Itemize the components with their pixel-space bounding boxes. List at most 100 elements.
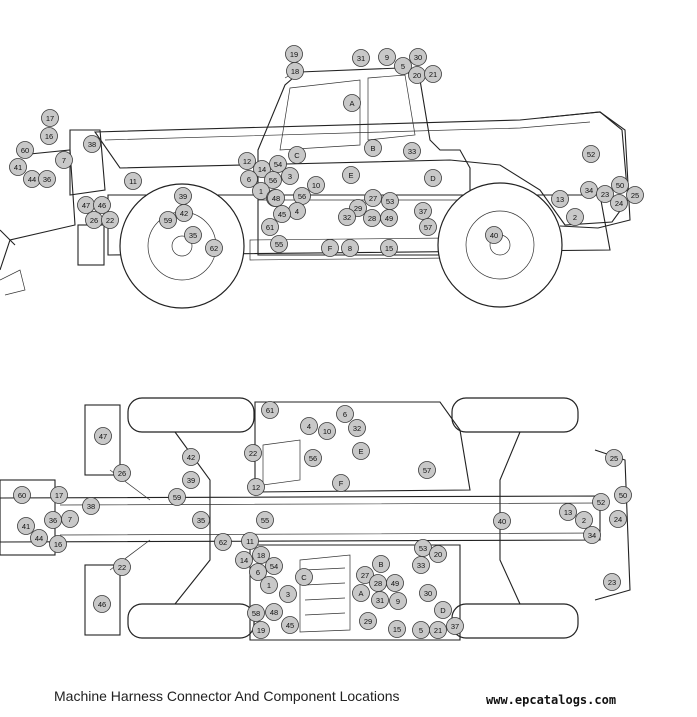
- side-callout-marker: [273, 205, 291, 223]
- top-callout-37: 37: [446, 617, 464, 635]
- side-callout-marker: [264, 171, 282, 189]
- top-callout-label: 44: [35, 534, 43, 543]
- side-callout-marker: [9, 158, 27, 176]
- top-callout-44: 44: [30, 529, 48, 547]
- side-callout-label: 18: [291, 67, 299, 76]
- top-callout-47: 47: [94, 427, 112, 445]
- top-callout-36: 36: [44, 511, 62, 529]
- side-callout-57: 57: [419, 218, 437, 236]
- side-callout-13: 13: [551, 190, 569, 208]
- side-callout-label: 46: [98, 201, 106, 210]
- top-callout-label: 33: [417, 561, 425, 570]
- side-callout-32: 32: [338, 208, 356, 226]
- top-callout-58: 58: [247, 604, 265, 622]
- top-callout-marker: [182, 471, 200, 489]
- top-callout-55: 55: [256, 511, 274, 529]
- top-callout-11: 11: [241, 532, 259, 550]
- top-callout-marker: [214, 533, 232, 551]
- side-callout-label: C: [294, 151, 300, 160]
- side-callout-label: 50: [616, 181, 624, 190]
- side-callout-label: 8: [348, 244, 352, 253]
- side-callout-label: 22: [106, 216, 114, 225]
- side-callout-label: 61: [266, 223, 274, 232]
- side-callout-35: 35: [184, 226, 202, 244]
- side-callout-label: 45: [278, 210, 286, 219]
- side-callout-7: 7: [55, 151, 73, 169]
- side-callout-label: 13: [556, 195, 564, 204]
- side-callout-label: 42: [180, 209, 188, 218]
- side-callout-label: 14: [258, 165, 266, 174]
- top-callout-6: 6: [336, 405, 354, 423]
- side-callout-45: 45: [273, 205, 291, 223]
- side-callout-54: 54: [269, 155, 287, 173]
- side-callout-24: 24: [610, 194, 628, 212]
- top-callout-marker: [429, 545, 447, 563]
- side-callout-marker: [253, 160, 271, 178]
- top-callout-label: 28: [374, 579, 382, 588]
- top-callout-marker: [575, 511, 593, 529]
- side-callout-label: A: [349, 99, 354, 108]
- top-callout-marker: [113, 558, 131, 576]
- side-callout-marker: [159, 211, 177, 229]
- side-callout-label: 48: [272, 194, 280, 203]
- side-callout-label: 53: [386, 197, 394, 206]
- top-callout-marker: [94, 427, 112, 445]
- side-callout-label: 38: [88, 140, 96, 149]
- top-callout-56: 56: [304, 449, 322, 467]
- side-callout-A: A: [343, 94, 361, 112]
- side-callout-47: 47: [77, 196, 95, 214]
- side-callout-marker: [124, 172, 142, 190]
- top-callout-28: 28: [369, 574, 387, 592]
- side-callout-label: 35: [189, 231, 197, 240]
- top-callout-marker: [82, 497, 100, 515]
- top-callout-marker: [168, 488, 186, 506]
- side-callout-28: 28: [363, 209, 381, 227]
- top-callout-label: 47: [99, 432, 107, 441]
- side-callout-label: 21: [429, 70, 437, 79]
- side-callout-marker: [41, 109, 59, 127]
- side-callout-16: 16: [40, 127, 58, 145]
- top-callout-marker: [609, 510, 627, 528]
- top-callout-label: 42: [187, 453, 195, 462]
- side-callout-label: 56: [298, 192, 306, 201]
- side-callout-marker: [394, 57, 412, 75]
- side-callout-61: 61: [261, 218, 279, 236]
- top-callout-label: 15: [393, 625, 401, 634]
- top-callout-9: 9: [389, 592, 407, 610]
- side-callout-label: 15: [385, 244, 393, 253]
- top-callout-label: 61: [266, 406, 274, 415]
- top-callout-marker: [192, 511, 210, 529]
- top-callout-19: 19: [252, 621, 270, 639]
- side-callout-marker: [238, 152, 256, 170]
- side-callout-label: 11: [129, 177, 137, 186]
- side-callout-label: F: [328, 244, 333, 253]
- side-callout-marker: [286, 62, 304, 80]
- side-callout-label: 54: [274, 160, 282, 169]
- side-callout-20: 20: [408, 66, 426, 84]
- top-callout-marker: [434, 601, 452, 619]
- side-callout-marker: [269, 155, 287, 173]
- side-callout-marker: [409, 48, 427, 66]
- side-callout-label: 19: [290, 50, 298, 59]
- top-callout-60: 60: [13, 486, 31, 504]
- side-callout-marker: [610, 194, 628, 212]
- side-callout-marker: [83, 135, 101, 153]
- side-callout-marker: [380, 239, 398, 257]
- side-callout-marker: [93, 196, 111, 214]
- side-callout-label: 37: [419, 207, 427, 216]
- side-callout-marker: [364, 189, 382, 207]
- top-callout-52: 52: [592, 493, 610, 511]
- side-callout-4: 4: [288, 202, 306, 220]
- top-callout-31: 31: [371, 591, 389, 609]
- side-callout-60: 60: [16, 141, 34, 159]
- side-callout-label: 9: [385, 53, 389, 62]
- side-callout-marker: [40, 127, 58, 145]
- top-callout-label: 59: [173, 493, 181, 502]
- side-callout-3: 3: [281, 167, 299, 185]
- top-callout-label: 18: [257, 551, 265, 560]
- side-callout-41: 41: [9, 158, 27, 176]
- side-callout-marker: [380, 209, 398, 227]
- top-callout-35: 35: [192, 511, 210, 529]
- side-callout-42: 42: [175, 204, 193, 222]
- side-callout-34: 34: [580, 181, 598, 199]
